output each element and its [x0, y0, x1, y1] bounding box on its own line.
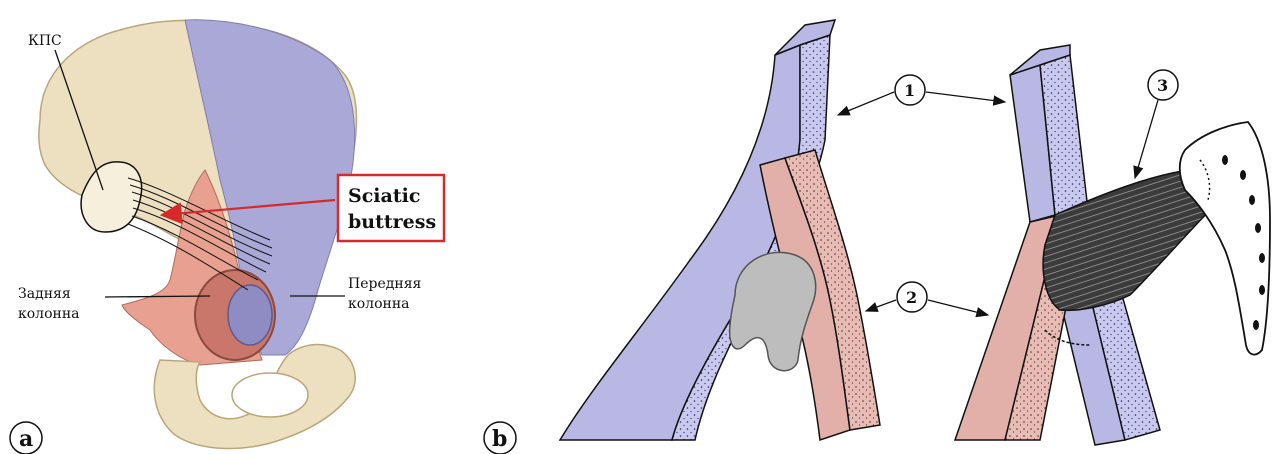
sciatic-buttress-label-1: Sciatic — [348, 185, 420, 207]
marker-1-arrow-left — [838, 92, 894, 115]
panel-b: 1 2 3 b — [484, 20, 1270, 454]
marker-2-arrow-left — [866, 300, 896, 311]
marker-2-label: 2 — [906, 288, 917, 307]
panel-b-letter: b — [492, 426, 507, 452]
left-blue-column-front — [560, 45, 800, 440]
anterior-label-1: Передняя — [348, 276, 422, 292]
marker-3-arrow — [1135, 100, 1158, 178]
obturator-foramen — [232, 373, 308, 417]
anterior-label-2: колонна — [348, 296, 410, 312]
acetabulum-fossa — [228, 285, 272, 345]
posterior-label-1: Задняя — [18, 286, 71, 302]
marker-1-label: 1 — [904, 81, 915, 100]
kps-label: КПС — [28, 33, 62, 49]
marker-2-arrow-right — [928, 300, 988, 315]
marker-3-label: 3 — [1157, 76, 1168, 95]
marker-1-arrow-right — [926, 92, 1005, 102]
left-femoral-head — [730, 252, 816, 370]
sciatic-buttress-label-2: buttress — [348, 211, 436, 233]
panel-a: КПС Задняя колонна Передняя колонна Scia… — [10, 20, 444, 454]
posterior-label-2: колонна — [18, 306, 80, 322]
panel-a-letter: a — [19, 426, 33, 452]
